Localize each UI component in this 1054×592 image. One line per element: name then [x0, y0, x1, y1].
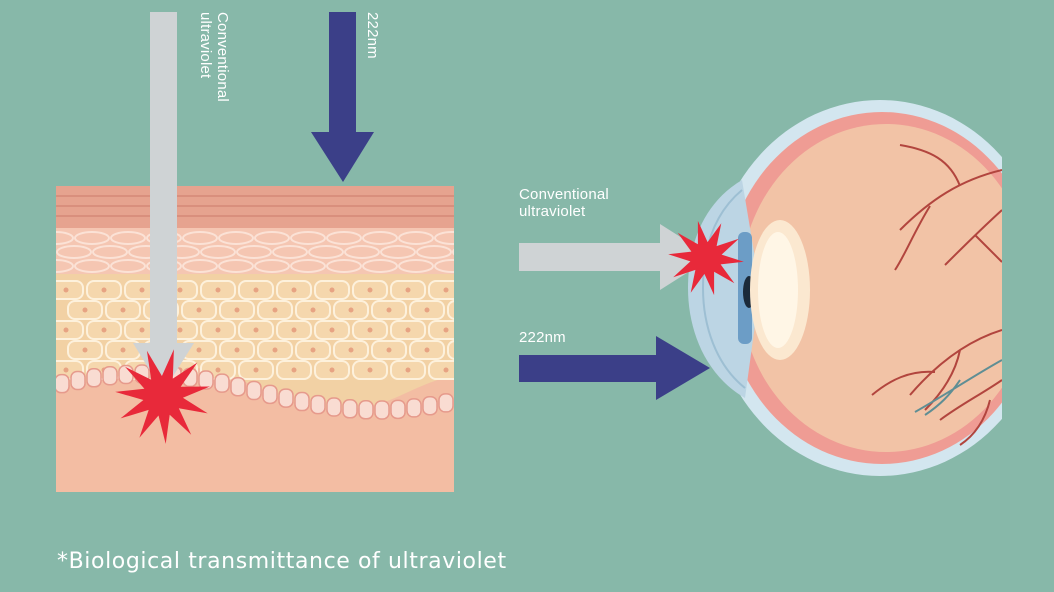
skin-conventional-uv-label-line2: ultraviolet: [197, 12, 214, 79]
far-uvc-arrow-skin: [311, 12, 374, 182]
eye-conventional-uv-label-line1: Conventional: [519, 186, 609, 203]
far-uvc-arrow-eye: [519, 336, 710, 400]
skin-conventional-uv-label-line1: Conventional: [214, 12, 231, 102]
eye-conventional-uv-label-line2: ultraviolet: [519, 203, 586, 220]
eye-conventional-uv-label: Conventional ultraviolet: [519, 186, 609, 220]
eye-far-uvc-label: 222nm: [519, 329, 566, 346]
skin-far-uvc-label: 222nm: [364, 12, 381, 59]
skin-cross-section: [56, 12, 454, 492]
damage-starburst-icon-skin: [115, 349, 210, 444]
damage-starburst-icon-eye: [668, 220, 744, 296]
eye-cross-section: [519, 100, 1002, 476]
blood-vessels: [871, 144, 1002, 446]
caption: *Biological transmittance of ultraviolet: [57, 549, 507, 574]
skin-conventional-uv-label: Conventional ultraviolet: [197, 12, 231, 102]
eye-interior: [740, 124, 1002, 452]
